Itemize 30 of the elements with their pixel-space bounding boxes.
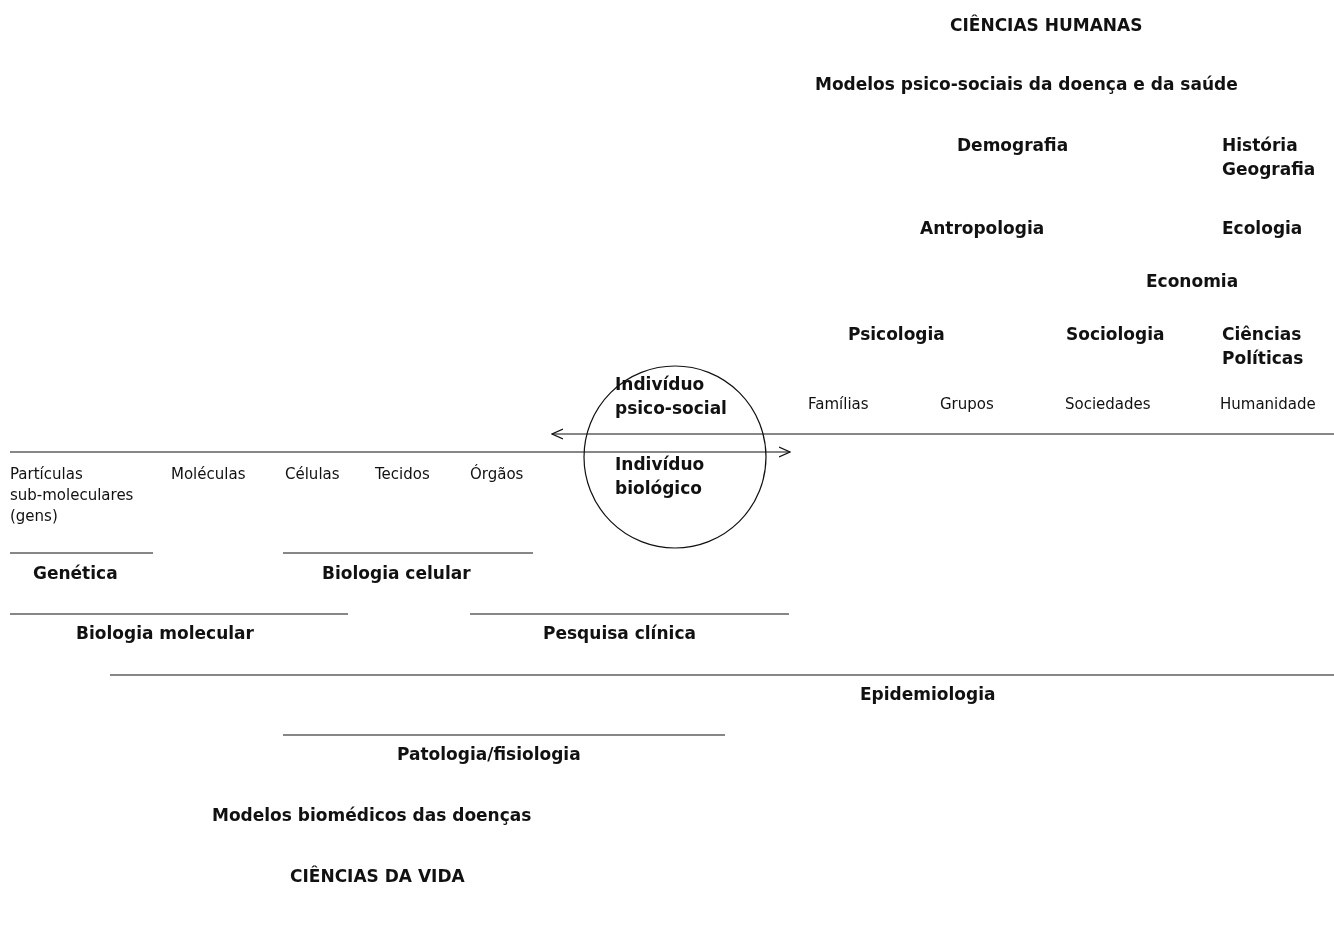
level-label: Sociedades bbox=[1065, 394, 1151, 415]
discipline-label: Biologia molecular bbox=[76, 622, 254, 645]
discipline-label: Pesquisa clínica bbox=[543, 622, 696, 645]
section-title: CIÊNCIAS HUMANAS bbox=[950, 14, 1143, 37]
discipline-label: História Geografia bbox=[1222, 134, 1316, 181]
node-text: Indivíduo biológico bbox=[615, 453, 705, 500]
discipline-label: Demografia bbox=[957, 134, 1069, 157]
discipline-label: Sociologia bbox=[1066, 323, 1165, 346]
level-label: Tecidos bbox=[375, 464, 430, 485]
model-title: Modelos biomédicos das doenças bbox=[212, 804, 532, 827]
discipline-label: Economia bbox=[1146, 270, 1239, 293]
level-label: Famílias bbox=[808, 394, 869, 415]
level-label: Moléculas bbox=[171, 464, 246, 485]
discipline-label: Psicologia bbox=[848, 323, 945, 346]
discipline-label: Epidemiologia bbox=[860, 683, 996, 706]
level-label: Órgãos bbox=[470, 464, 524, 485]
discipline-label: Ciências Políticas bbox=[1222, 323, 1304, 370]
level-label: Humanidade bbox=[1220, 394, 1316, 415]
level-label: Células bbox=[285, 464, 340, 485]
discipline-label: Ecologia bbox=[1222, 217, 1303, 240]
level-label: Partículas sub-moleculares (gens) bbox=[10, 464, 134, 527]
section-title: CIÊNCIAS DA VIDA bbox=[290, 865, 465, 888]
model-title: Modelos psico-sociais da doença e da saúde bbox=[815, 73, 1238, 96]
circle-node bbox=[583, 365, 767, 549]
level-label: Grupos bbox=[940, 394, 994, 415]
discipline-label: Genética bbox=[33, 562, 118, 585]
discipline-label: Patologia/fisiologia bbox=[397, 743, 581, 766]
discipline-label: Biologia celular bbox=[322, 562, 471, 585]
node-text: Indivíduo psico-social bbox=[615, 373, 727, 420]
discipline-label: Antropologia bbox=[920, 217, 1045, 240]
